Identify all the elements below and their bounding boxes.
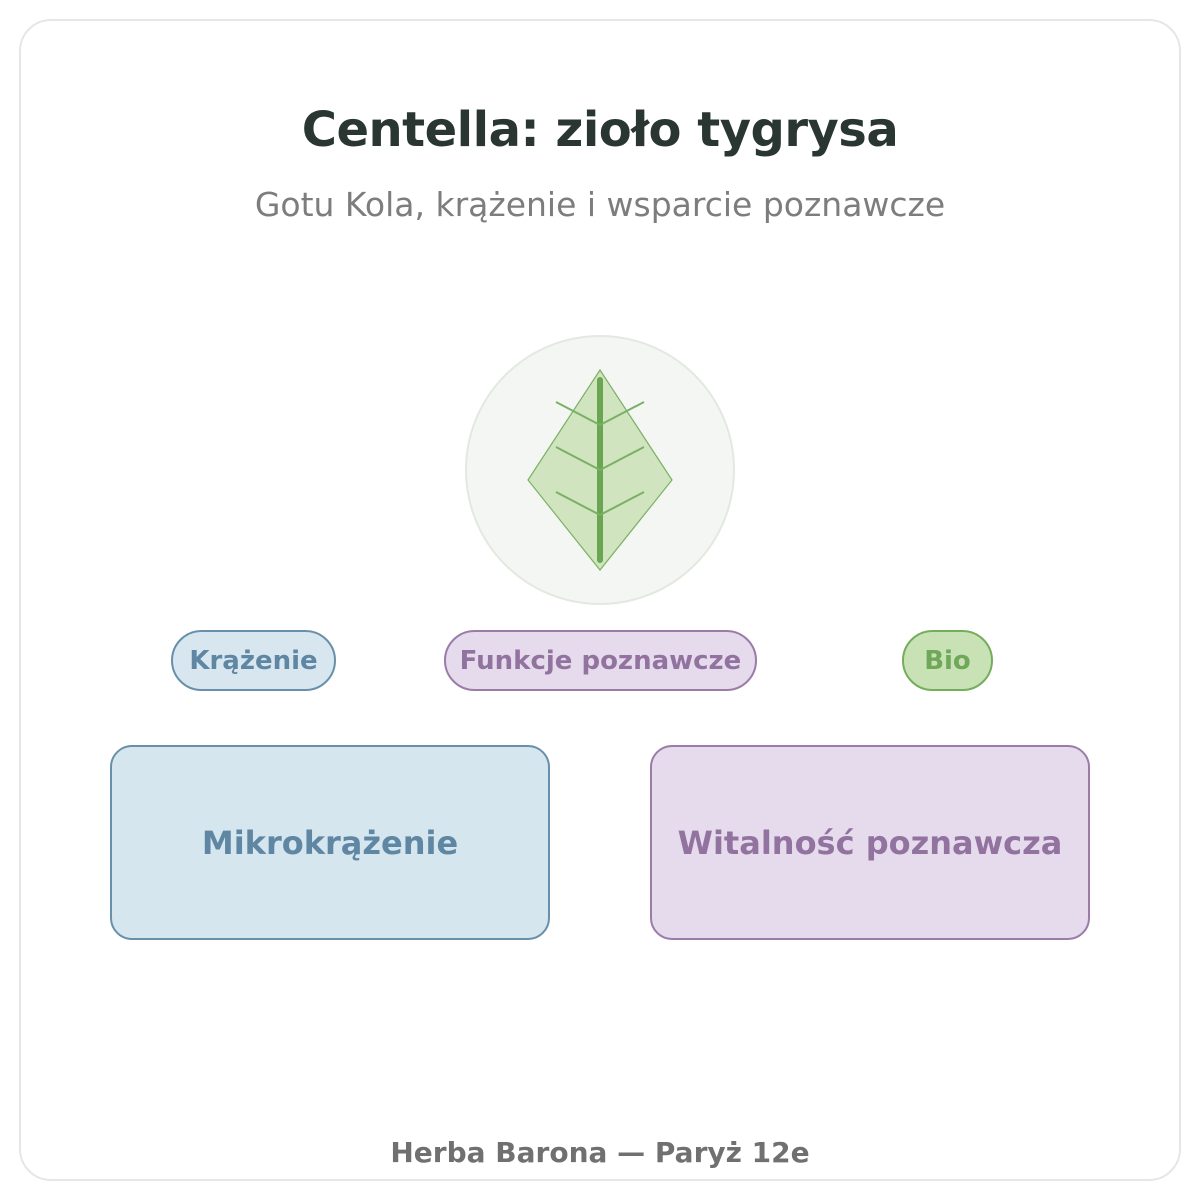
tag-cognitive-functions: Funkcje poznawcze <box>444 630 757 691</box>
page-subtitle: Gotu Kola, krążenie i wsparcie poznawcze <box>254 185 946 224</box>
cognitive-vitality-label: Witalność poznawcza <box>677 823 1063 862</box>
leaf-vein <box>555 491 601 516</box>
leaf-icon <box>465 335 735 605</box>
tag-circulation: Krążenie <box>171 630 336 691</box>
leaf-vein <box>599 491 645 516</box>
leaf-vein <box>599 446 645 471</box>
leaf-vein <box>555 446 601 471</box>
leaf-vein <box>599 401 645 426</box>
microcirculation-label: Mikrokrążenie <box>201 823 459 862</box>
page-title: Centella: zioło tygrysa <box>301 102 899 158</box>
tag-bio: Bio <box>902 630 993 691</box>
cognitive-vitality-box: Witalność poznawcza <box>650 745 1090 940</box>
leaf-vein <box>555 401 601 426</box>
microcirculation-box: Mikrokrążenie <box>110 745 550 940</box>
footer-text: Herba Barona — Paryż 12e <box>390 1136 810 1169</box>
